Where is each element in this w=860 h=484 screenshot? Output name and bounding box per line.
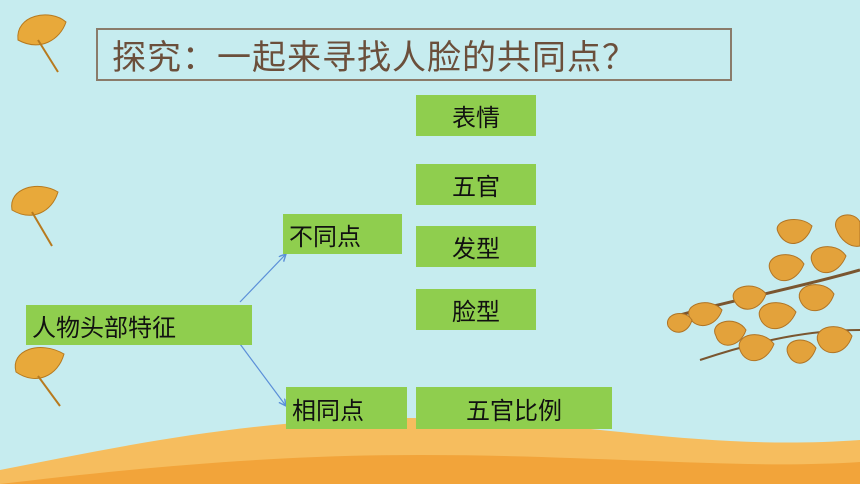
branch-node-similarities: 相同点 [286,387,407,429]
ginkgo-leaf-icon [14,347,65,407]
arrow-to-similarities [239,343,286,406]
root-node: 人物头部特征 [26,305,252,345]
title-box: 探究：一起来寻找人脸的共同点？ [96,28,732,81]
ginkgo-branch-icon [667,214,860,364]
leaf-label: 表情 [452,104,500,132]
leaf-node: 五官比例 [416,387,612,429]
ginkgo-leaf-icon [17,14,67,73]
page-title: 探究：一起来寻找人脸的共同点？ [112,38,637,78]
leaf-label: 脸型 [452,298,500,326]
branch-label: 相同点 [292,396,364,425]
branch-label: 不同点 [289,222,361,251]
leaf-node: 脸型 [416,289,536,330]
leaf-node: 发型 [416,226,536,267]
ginkgo-leaf-icon [11,185,59,247]
bottom-hill-front [0,455,860,484]
root-label: 人物头部特征 [32,313,176,342]
leaf-label: 五官比例 [466,396,562,425]
leaf-node: 表情 [416,95,536,136]
branch-node-differences: 不同点 [283,214,402,254]
leaf-node: 五官 [416,164,536,205]
leaf-label: 发型 [452,235,500,263]
leaf-label: 五官 [452,173,500,201]
arrow-to-differences [239,254,286,303]
